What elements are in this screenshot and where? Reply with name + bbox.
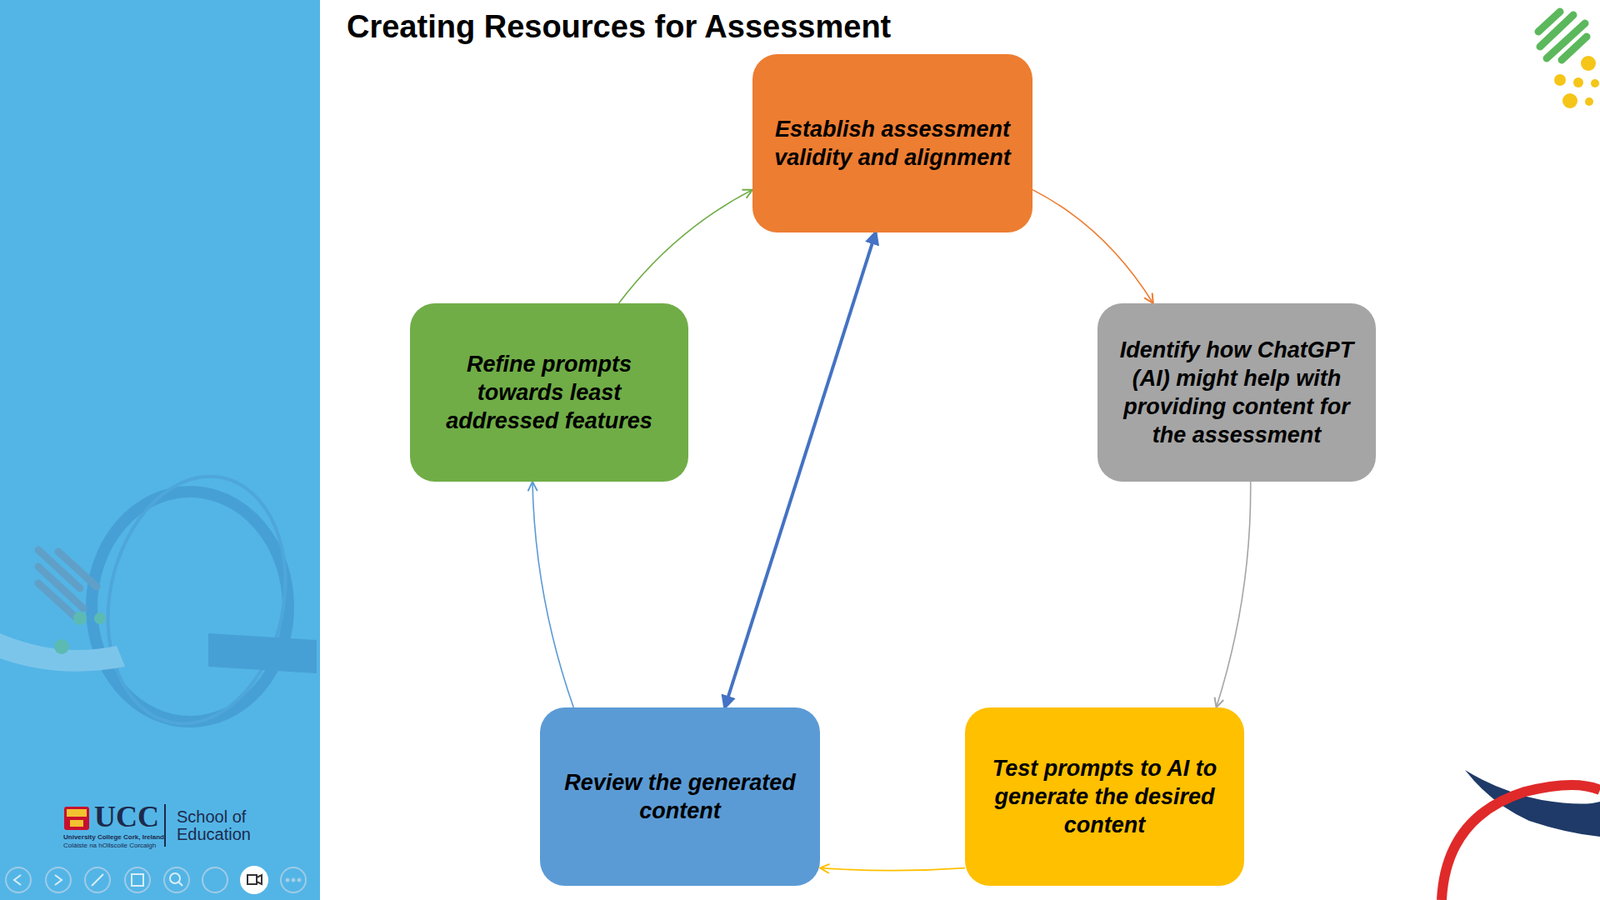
box-text: Review the generated content [558,768,802,825]
school-name: School of [176,807,246,827]
flow-arrow [1216,481,1251,708]
process-box: Review the generated content [540,707,820,886]
box-text: Establish assessment validity and alignm… [770,115,1015,172]
school-name: Education [176,825,251,845]
panel-swirl [0,460,317,741]
logo-subtitle: University College Cork, Ireland [63,833,165,841]
process-box: Identify how ChatGPT (AI) might help wit… [1097,303,1376,482]
toolbar [5,866,306,894]
corner-stripes [1538,11,1587,60]
logo-wordmark: UCC [94,800,160,835]
side-panel [0,0,320,900]
flow-arrow [820,868,965,871]
process-box: Establish assessment validity and alignm… [752,54,1033,233]
flow-arrow [1032,190,1154,304]
corner-swoosh [1441,770,1600,900]
flow-arrow [532,481,574,708]
slide-title: Creating Resources for Assessment [346,6,891,47]
process-box: Refine prompts towards least addressed f… [410,303,689,482]
corner-dots [1554,55,1600,109]
box-text: Refine prompts towards least addressed f… [428,350,670,435]
double-arrow [725,232,876,708]
box-text: Test prompts to AI to generate the desir… [983,754,1226,840]
logo-subtitle: Coláiste na hOllscoile Corcaigh [63,841,156,850]
flow-arrow [619,190,754,304]
box-text: Identify how ChatGPT (AI) might help wit… [1115,335,1358,450]
process-box: Test prompts to AI to generate the desir… [965,707,1245,886]
